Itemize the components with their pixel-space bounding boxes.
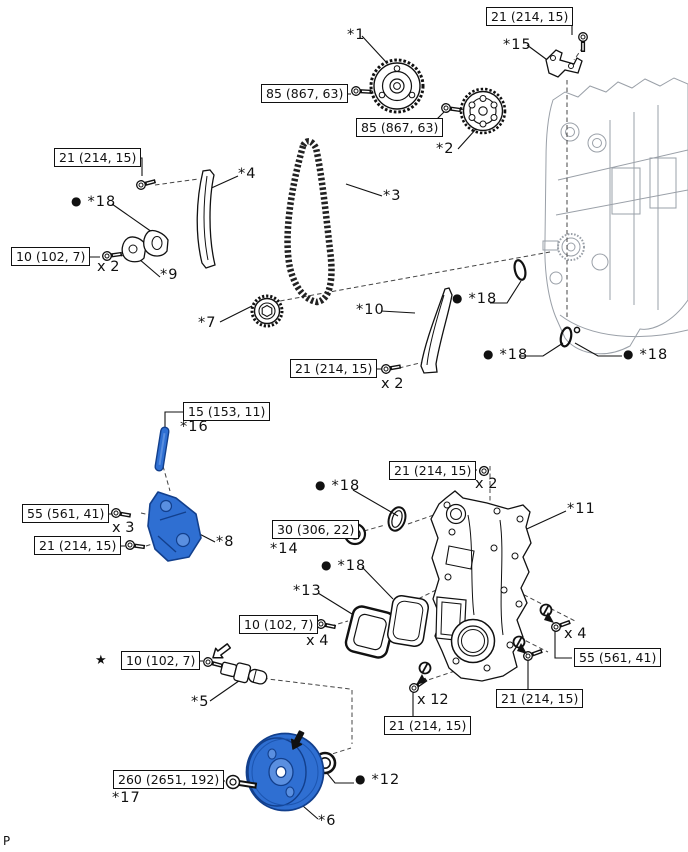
quantity-label: x 2 — [97, 259, 120, 275]
torque-spec-box: 55 (561, 41) — [22, 504, 110, 523]
bolt — [441, 103, 461, 114]
o-ring-cover — [387, 506, 407, 532]
crankshaft-pulley — [245, 732, 325, 812]
bullet-icon: ● — [315, 478, 327, 492]
quantity-label: x 4 — [306, 633, 329, 649]
torque-spec-box: 21 (214, 15) — [496, 689, 584, 708]
part-ref-label: *15 — [503, 37, 532, 53]
part-ref-label: *13 — [293, 583, 322, 599]
sealant-icon — [417, 660, 433, 676]
torque-spec-box: 85 (867, 63) — [261, 84, 349, 103]
quantity-label: x 12 — [417, 692, 449, 708]
bolt — [136, 177, 157, 190]
sealant-icon — [538, 602, 554, 618]
bolt — [351, 86, 371, 96]
part-ref-label: *9 — [160, 267, 179, 283]
torque-spec-box: 10 (102, 7) — [11, 247, 91, 266]
pointer-arrow-icon — [416, 674, 426, 685]
camshaft-timing-sprocket — [459, 87, 507, 135]
torque-spec-box: 21 (214, 15) — [290, 359, 378, 378]
timing-chain — [284, 138, 335, 306]
part-ref-label: *6 — [318, 813, 337, 829]
part-ref-label: *17 — [112, 790, 141, 806]
part-ref-label: *5 — [191, 694, 210, 710]
o-ring-engine-lower — [559, 326, 581, 348]
camshaft-timing-gear — [369, 58, 425, 114]
crankshaft-position-sensor — [220, 661, 268, 685]
bolt — [381, 362, 402, 374]
tensioner-pin — [154, 426, 170, 472]
chain-guide-no1 — [196, 169, 216, 269]
torque-spec-box: 30 (306, 22) — [272, 520, 360, 539]
part-ref-label-bulleted: ●*18 — [71, 194, 117, 210]
install-direction-arrow-outline — [212, 643, 232, 659]
part-ref-label-bulleted: ●*12 — [355, 772, 401, 788]
part-ref-label: *1 — [347, 27, 366, 43]
part-ref-label: *3 — [383, 188, 402, 204]
page-corner-mark: P — [3, 834, 11, 848]
idler-sprocket — [250, 294, 284, 328]
torque-spec-box: 21 (214, 15) — [389, 461, 477, 480]
torque-spec-box: 21 (214, 15) — [384, 716, 472, 735]
part-ref-label-bulleted: ●*18 — [623, 347, 669, 363]
sealant-symbols — [416, 602, 554, 685]
bolt — [522, 647, 543, 662]
quantity-label: x 3 — [112, 520, 135, 536]
torque-spec-box: 85 (867, 63) — [356, 118, 444, 137]
part-ref-label: *2 — [436, 141, 455, 157]
torque-spec-box: 55 (561, 41) — [574, 648, 662, 667]
torque-spec-box: 21 (214, 15) — [34, 536, 122, 555]
bullet-icon: ● — [623, 347, 635, 361]
quantity-label: x 2 — [475, 476, 498, 492]
bullet-icon: ● — [321, 558, 333, 572]
quantity-label: x 2 — [381, 376, 404, 392]
bolt — [125, 540, 145, 551]
torque-spec-box: 15 (153, 11) — [183, 402, 271, 421]
nut — [478, 465, 490, 477]
gasket-no1 — [344, 605, 396, 659]
torque-spec-box: 21 (214, 15) — [54, 148, 142, 167]
part-ref-label-bulleted: ●*18 — [321, 558, 367, 574]
part-ref-label: *7 — [198, 315, 217, 331]
chain-guide-no2 — [420, 287, 453, 374]
bolt — [203, 657, 224, 670]
star-icon: ★ — [95, 653, 107, 668]
part-ref-label: *8 — [216, 534, 235, 550]
bullet-icon: ● — [483, 347, 495, 361]
torque-spec-box: 21 (214, 15) — [486, 7, 574, 26]
chain-tensioner — [147, 491, 202, 562]
engine-block-sketch — [542, 77, 688, 355]
bolt — [316, 619, 337, 631]
part-ref-label-bulleted: ●*18 — [452, 291, 498, 307]
torque-spec-box: 260 (2651, 192) — [113, 770, 225, 789]
bullet-icon: ● — [71, 194, 83, 208]
bullet-icon: ● — [355, 772, 367, 786]
part-ref-label: *4 — [238, 166, 257, 182]
part-ref-label: *11 — [567, 501, 596, 517]
o-ring-engine-upper — [513, 259, 527, 281]
chain-tensioner-pad — [121, 229, 169, 263]
part-ref-label-bulleted: ●*18 — [483, 347, 529, 363]
torque-spec-box: 10 (102, 7) — [121, 651, 201, 670]
pointer-arrow-icon — [517, 643, 527, 654]
install-direction-arrow-filled — [290, 730, 305, 750]
part-ref-label: *10 — [356, 302, 385, 318]
gasket-no2 — [387, 595, 429, 647]
bolt — [111, 508, 132, 520]
camshaft-bearing-bracket — [545, 49, 583, 78]
bullet-icon: ● — [452, 291, 464, 305]
pointer-arrow-icon — [544, 612, 554, 623]
part-ref-label: *14 — [270, 541, 299, 557]
torque-spec-box: 10 (102, 7) — [239, 615, 319, 634]
timing-chain-cover — [430, 490, 532, 682]
quantity-label: x 4 — [564, 626, 587, 642]
part-ref-label-bulleted: ●*18 — [315, 478, 361, 494]
part-ref-label: *16 — [180, 419, 209, 435]
bolt — [579, 33, 588, 52]
